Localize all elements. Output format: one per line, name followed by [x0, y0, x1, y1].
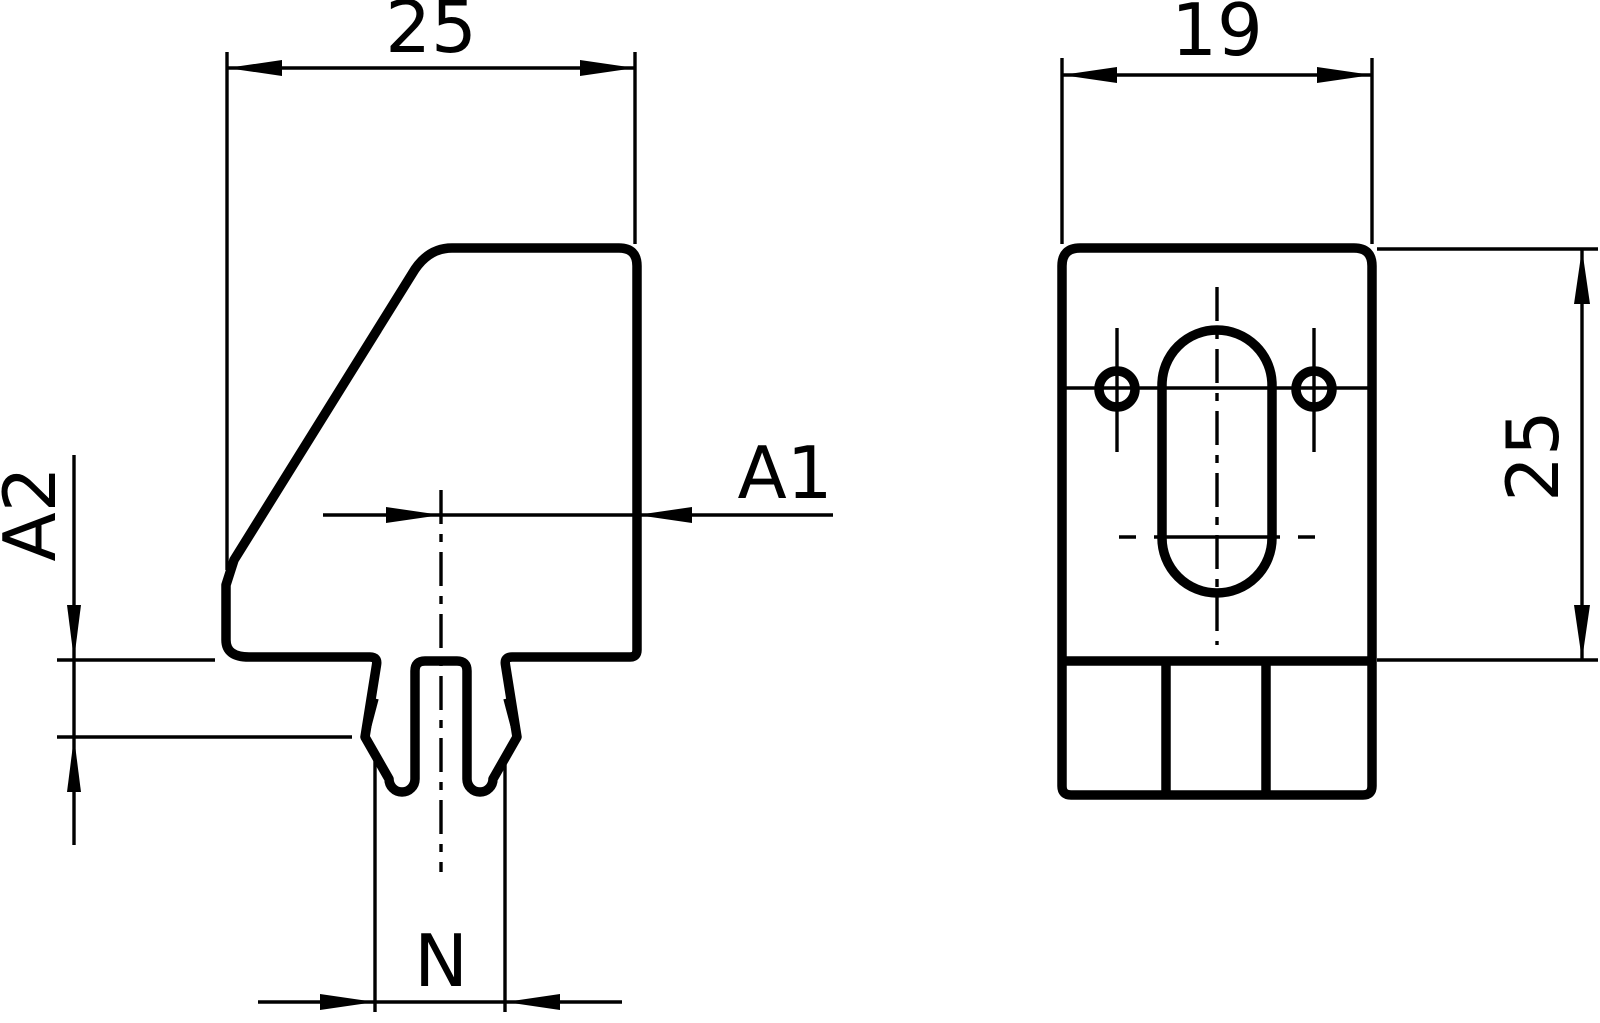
dim-label-n: N: [414, 919, 468, 1003]
dim-label-a2: A2: [0, 466, 72, 561]
side-view: 25 A1 A2: [0, 0, 833, 1012]
arrowhead-down: [1574, 605, 1590, 660]
dim-side-width-25: 25: [225, 0, 637, 570]
dim-front-width-19: 19: [1060, 0, 1374, 244]
side-view-part-outline: [221, 243, 642, 797]
dim-a2: A2: [0, 455, 352, 845]
dim-label-side-width: 25: [385, 0, 477, 69]
dim-label-a1: A1: [737, 431, 832, 515]
arrowhead-left: [1062, 67, 1117, 83]
dim-n: N: [258, 758, 622, 1012]
clip-right-barb-notch: [503, 698, 516, 734]
arrowhead-right: [1317, 67, 1372, 83]
arrowhead-up: [1574, 249, 1590, 304]
dim-front-height-25: 25: [1377, 247, 1598, 662]
arrowhead-right: [580, 60, 635, 76]
arrowhead-right: [320, 994, 375, 1010]
arrowhead-right: [386, 507, 441, 523]
arrowhead-left: [227, 60, 282, 76]
dim-a1: A1: [323, 431, 833, 523]
front-view: 19 25: [1057, 0, 1598, 800]
arrowhead-down: [67, 605, 81, 660]
arrowhead-left: [505, 994, 560, 1010]
arrowhead-left: [637, 507, 692, 523]
dim-label-front-width: 19: [1171, 0, 1263, 72]
arrowhead-up: [67, 737, 81, 792]
front-view-part-outline: [1057, 243, 1377, 800]
dim-label-front-height: 25: [1491, 410, 1575, 502]
clip-left-barb-notch: [366, 698, 379, 734]
